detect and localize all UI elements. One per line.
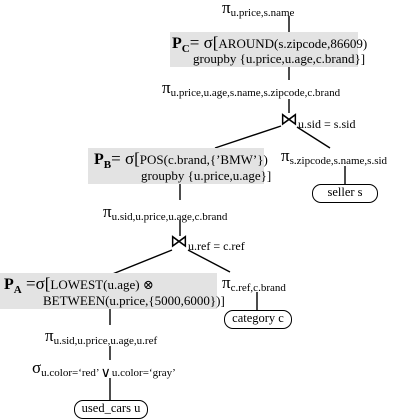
projection-attrs: c.ref,c.brand [230,282,286,294]
join-symbol: ⋈ [170,231,188,251]
pi-symbol: π [281,146,290,165]
pc-line2: groupby {u.price,u.age,c.brand}] [193,51,365,66]
pi-symbol: π [103,202,112,221]
seller-relation: seller s [312,184,378,203]
seller-projection: πs.zipcode,s.name,s.sid [281,146,388,167]
pb-line1: PB= σ[POS(c.brand,{’BMW’}) [94,149,268,172]
pa-preference-box [0,273,217,309]
pi-symbol: π [45,326,54,345]
join-symbol: ⋈ [280,109,298,129]
pa-line1: PA =σ[LOWEST(u.age) ⊗ [4,274,154,297]
pi-symbol: π [222,273,231,292]
pb-label: PB [94,151,112,172]
join-condition: u.sid = s.sid [298,117,356,131]
or-symbol: ∨ [100,366,111,381]
pa-sigma: =σ[ [21,274,51,293]
pc-preference-box [170,32,358,67]
selection: σu.color=‘red’∨u.color=‘gray’ [32,358,176,381]
projection-attrs: u.price,s.name [230,7,295,19]
edge-join2-to-cat-proj [187,249,231,273]
join-1: ⋈u.sid = s.sid [280,109,356,131]
category-projection: πc.ref,c.brand [222,273,286,294]
edge-join1-to-pb [214,125,282,149]
projection-attrs: s.zipcode,s.name,s.sid [289,155,388,167]
edge-join1-to-seller-proj [296,126,331,149]
pb-expr2: groupby {u.price,u.age}] [141,168,272,183]
projection-3: πu.sid,u.price,u.age,c.brand [103,202,228,223]
pa-expr2: BETWEEN(u.price,{5000,6000})] [43,293,225,308]
pc-sigma: = σ[ [189,33,219,52]
selection-right: u.color=‘gray’ [111,367,176,379]
projection-attrs: u.sid,u.price,u.age,c.brand [111,211,228,223]
pa-label: PA [4,276,22,297]
projection-attrs: u.price,u.age,s.name,s.zipcode,c.brand [170,87,341,99]
selection-left: u.color=‘red’ [41,367,100,379]
used-cars-relation: used_cars u [74,400,148,419]
top-projection: πu.price,s.name [222,0,295,19]
pb-sigma: = σ[ [111,149,140,168]
pa-expr1: LOWEST(u.age) ⊗ [50,277,154,292]
pb-expr1: POS(c.brand,{’BMW’}) [139,152,268,167]
pc-line1: PC= σ[AROUND(s.zipcode,86609) [172,33,368,56]
pc-expr2: groupby {u.price,u.age,c.brand}] [193,51,366,66]
sigma-symbol: σ [32,358,42,377]
pb-line2: groupby {u.price,u.age}] [141,168,271,183]
join-2: ⋈u.ref = c.ref [170,231,245,253]
pa-line2: BETWEEN(u.price,{5000,6000})] [43,293,225,308]
category-relation: category c [224,310,292,329]
pc-expr1: AROUND(s.zipcode,86609) [218,36,368,51]
pb-preference-box [88,148,264,184]
projection-4: πu.sid,u.price,u.age,u.ref [45,326,158,347]
pi-symbol: π [222,0,231,17]
projection-2: πu.price,u.age,s.name,s.zipcode,c.brand [162,78,341,99]
projection-attrs: u.sid,u.price,u.age,u.ref [53,335,158,347]
join-condition: u.ref = c.ref [188,239,245,253]
edge-join2-to-pa [109,249,173,276]
pi-symbol: π [162,78,171,97]
pc-label: PC [172,35,190,56]
